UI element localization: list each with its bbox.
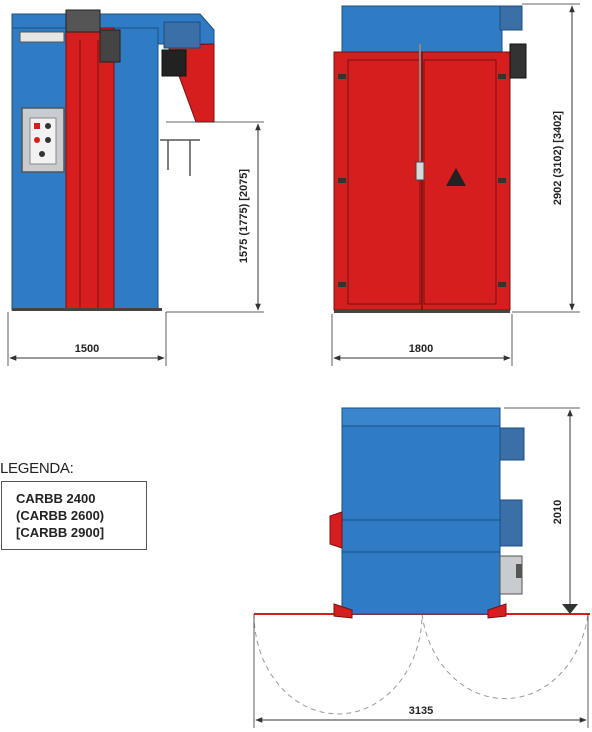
- top-depth-label: 2010: [552, 500, 564, 524]
- front-height-label: 2902 (3102) [3402]: [552, 111, 564, 206]
- side-view: [11, 9, 215, 311]
- front-width-label: 1800: [409, 343, 433, 355]
- legend-item-brackets: [CARBB 2900]: [16, 525, 105, 540]
- side-height-dimension: 1575 (1775) [2075]: [166, 121, 264, 313]
- front-width-dimension: 1800: [331, 314, 513, 366]
- top-depth-dimension: 2010: [504, 407, 580, 614]
- side-width-label: 1500: [75, 343, 99, 355]
- legend-title: LEGENDA:: [0, 460, 74, 477]
- top-view: [253, 407, 590, 715]
- legend-item-base: CARBB 2400: [16, 491, 96, 506]
- legend-item-parentheses: (CARBB 2600): [16, 508, 105, 523]
- legend-box: CARBB 2400 (CARBB 2600) [CARBB 2900]: [1, 481, 147, 550]
- front-height-dimension: 2902 (3102) [3402]: [512, 3, 580, 313]
- side-width-dimension: 1500: [7, 312, 167, 366]
- top-swing-dimension: 3135: [253, 614, 589, 728]
- side-height-label: 1575 (1775) [2075]: [238, 169, 250, 264]
- top-swing-label: 3135: [409, 705, 433, 717]
- front-view: [333, 5, 527, 313]
